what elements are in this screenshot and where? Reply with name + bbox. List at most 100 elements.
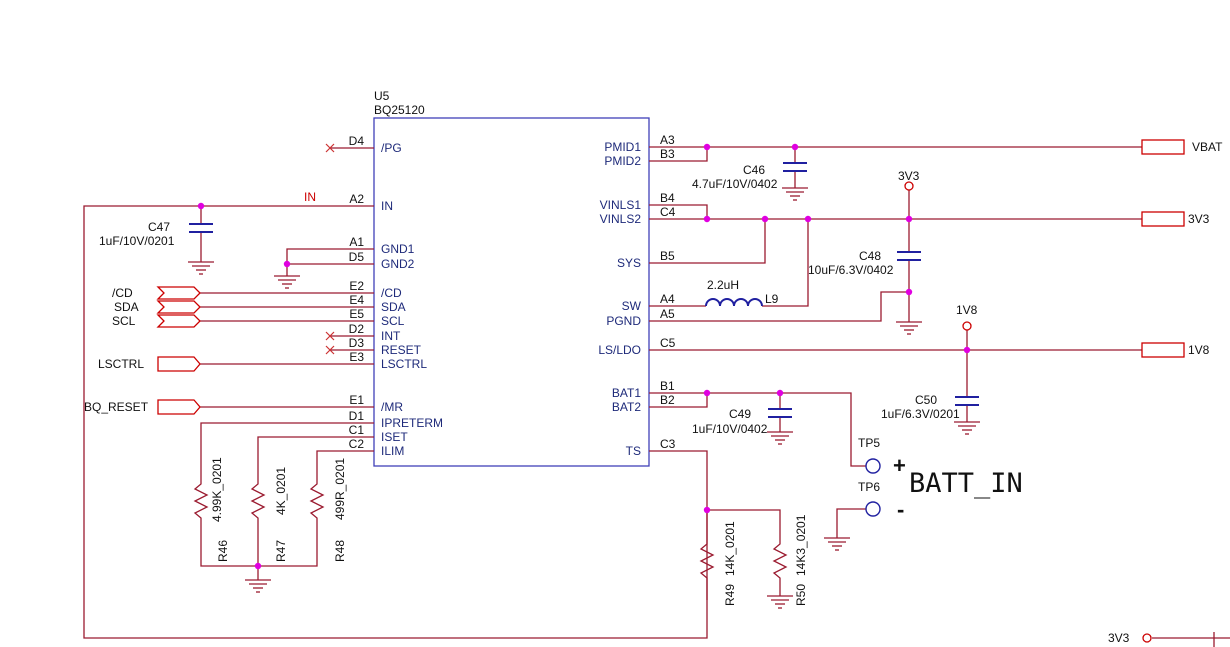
c46-value: 4.7uF/10V/0402 [692, 177, 778, 191]
power-1v8[interactable]: 1V8 [956, 303, 978, 331]
testpoint-tp5[interactable]: TP5 [858, 436, 881, 474]
resistor-r48[interactable]: 499R_0201 R48 [309, 458, 347, 562]
r49-value: 14K_0201 [723, 521, 737, 576]
ic-pin-number: C3 [660, 437, 676, 451]
junction-dot [703, 506, 711, 514]
ic-pin-number: B3 [660, 147, 675, 161]
junction-dots [197, 143, 971, 570]
ic-pin-number: E2 [349, 279, 364, 293]
connector-vbat[interactable]: VBAT [1141, 139, 1223, 155]
r46-ref: R46 [216, 540, 230, 562]
ic-part: BQ25120 [374, 103, 425, 117]
capacitor-c50[interactable]: C50 1uF/6.3V/0201 [881, 393, 979, 421]
ic-body[interactable] [373, 117, 650, 467]
connector-lsctrl[interactable]: LSCTRL [98, 356, 201, 372]
connector-scl[interactable]: SCL [112, 314, 201, 328]
testpoint-tp6[interactable]: TP6 [858, 480, 881, 517]
minus-sign: - [897, 497, 904, 522]
capacitor-c47[interactable]: C47 1uF/10V/0201 [99, 220, 213, 248]
c50-ref: C50 [915, 393, 937, 407]
junction-dot [905, 288, 913, 296]
ic-pin-number: C1 [349, 423, 365, 437]
r49-ref: R49 [723, 584, 737, 606]
r47-ref: R47 [274, 540, 288, 562]
ic-pin-name: LSCTRL [381, 357, 427, 371]
ic-pin-name: VINLS2 [600, 212, 642, 226]
c50-value: 1uF/6.3V/0201 [881, 407, 960, 421]
connector-1v8-label: 1V8 [1188, 343, 1210, 357]
c49-value: 1uF/10V/0402 [692, 422, 768, 436]
ground-icon [245, 579, 271, 593]
ground-icon [274, 275, 300, 289]
r48-value: 499R_0201 [333, 458, 347, 520]
inductor-l9[interactable]: 2.2uH L9 [705, 278, 779, 307]
ic-pin-name: PGND [606, 314, 641, 328]
ic-pin-number: C5 [660, 336, 676, 350]
r48-ref: R48 [333, 540, 347, 562]
net-label-in: IN [304, 190, 316, 204]
ic-pin-number: D3 [349, 336, 365, 350]
ic-pin-name: IN [381, 199, 393, 213]
ic-pin-name: BAT2 [612, 400, 641, 414]
connector-3v3[interactable]: 3V3 [1141, 211, 1210, 227]
power-3v3-label: 3V3 [898, 169, 920, 183]
junction-dot [283, 260, 291, 268]
resistor-r46[interactable]: 4.99K_0201 R46 [193, 457, 230, 562]
capacitor-c48[interactable]: C48 10uF/6.3V/0402 [808, 249, 921, 277]
ground-icon [896, 321, 922, 335]
c47-ref: C47 [148, 220, 170, 234]
resistor-r49[interactable]: 14K_0201 R49 [699, 521, 737, 606]
power-3v3-bottom[interactable]: 3V3 [1108, 631, 1152, 645]
connector-3v3-label: 3V3 [1188, 212, 1210, 226]
ic-pin-name: GND2 [381, 257, 415, 271]
junction-dot [254, 562, 262, 570]
power-3v3[interactable]: 3V3 [898, 169, 920, 191]
resistor-r47[interactable]: 4K_0201 R47 [250, 467, 288, 562]
ic-pin-name: /PG [381, 141, 402, 155]
connector-bq-reset[interactable]: BQ_RESET [84, 399, 201, 415]
junction-dot [791, 143, 799, 151]
ic-pin-name: SYS [617, 256, 641, 270]
junction-dot [804, 215, 812, 223]
ic-pin-number: B4 [660, 191, 675, 205]
junction-dot [703, 143, 711, 151]
junction-dot [703, 215, 711, 223]
ic-pin-number: D2 [349, 322, 365, 336]
ic-pin-number: D4 [349, 134, 365, 148]
ground-icon [767, 595, 793, 609]
c48-value: 10uF/6.3V/0402 [808, 263, 894, 277]
capacitor-c46[interactable]: C46 4.7uF/10V/0402 [692, 162, 807, 191]
ic-pin-name: SDA [381, 300, 406, 314]
ic-pin-name: BAT1 [612, 386, 641, 400]
l9-ref: L9 [765, 292, 779, 306]
ground-icon [188, 261, 214, 275]
connector-cd-label: /CD [112, 286, 133, 300]
ic-pin-name: PMID1 [604, 140, 641, 154]
connector-sda[interactable]: SDA [114, 300, 201, 314]
ground-icon [767, 431, 793, 445]
capacitor-c49[interactable]: C49 1uF/10V/0402 [692, 407, 792, 436]
r50-ref: R50 [794, 584, 808, 606]
ic-pin-number: B1 [660, 379, 675, 393]
connector-bq-reset-label: BQ_RESET [84, 400, 149, 414]
connector-cd[interactable]: /CD [112, 286, 201, 300]
ic-pin-number: C2 [349, 437, 365, 451]
ic-pin-name: SCL [381, 314, 405, 328]
ic-pin-name: INT [381, 329, 401, 343]
ic-pin-name: /CD [381, 286, 402, 300]
connector-scl-label: SCL [112, 314, 136, 328]
ic-pin-name: LS/LDO [598, 343, 641, 357]
resistor-r50[interactable]: 14K3_0201 R50 [772, 514, 808, 606]
junction-dot [703, 389, 711, 397]
ic-pin-number: C4 [660, 205, 676, 219]
ic-pin-number: B2 [660, 393, 675, 407]
no-connect-marks [325, 143, 335, 355]
ic-pin-number: E4 [349, 293, 364, 307]
ic-pin-name: GND1 [381, 242, 415, 256]
ic-pin-name: RESET [381, 343, 422, 357]
ic-ref: U5 [374, 89, 390, 103]
connector-1v8[interactable]: 1V8 [1141, 342, 1210, 358]
ic-pin-name: IPRETERM [381, 416, 443, 430]
ic-pin-name: TS [626, 444, 641, 458]
